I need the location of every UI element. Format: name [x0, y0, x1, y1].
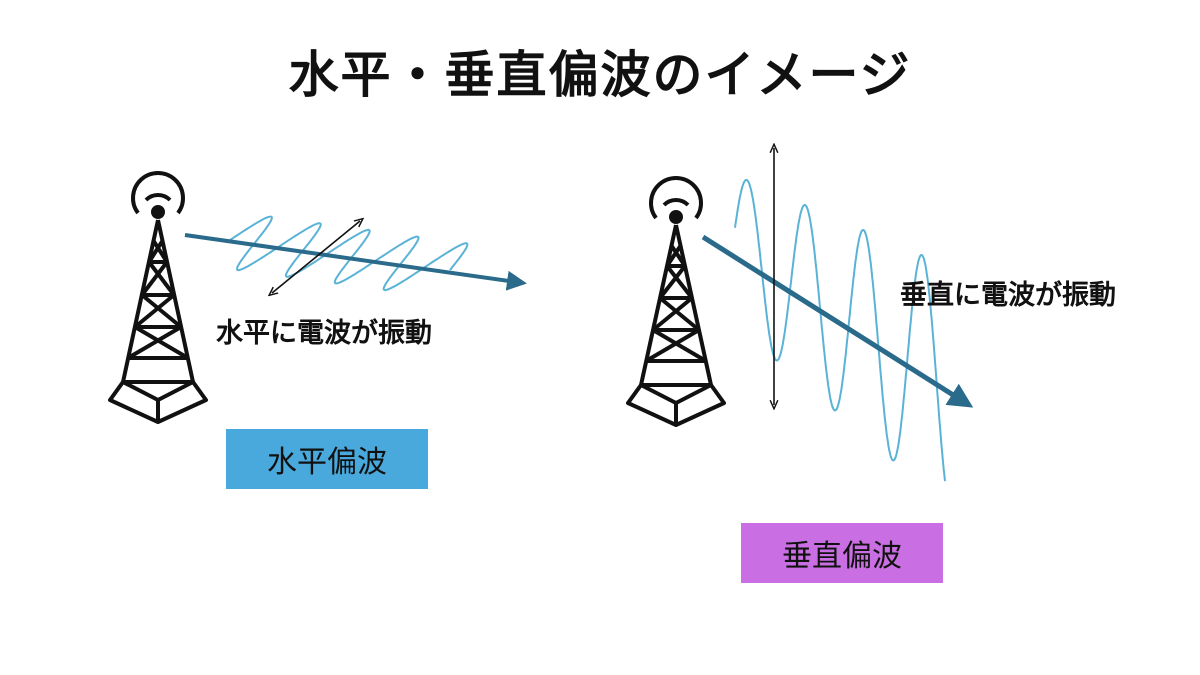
horizontal-wave — [229, 215, 469, 292]
vertical-wave — [734, 179, 946, 482]
vertical-polarization-label: 垂直偏波 — [741, 523, 943, 583]
radio-tower-icon — [626, 176, 726, 427]
vertical-caption: 垂直に電波が振動 — [900, 280, 1116, 311]
horizontal-vibration-arrow — [272, 221, 360, 293]
vertical-propagation-arrow — [701, 234, 974, 408]
horizontal-polarization-label: 水平偏波 — [226, 429, 428, 489]
radio-tower-icon — [108, 171, 208, 424]
page-title: 水平・垂直偏波のイメージ — [288, 46, 912, 104]
horizontal-caption: 水平に電波が振動 — [216, 318, 432, 349]
